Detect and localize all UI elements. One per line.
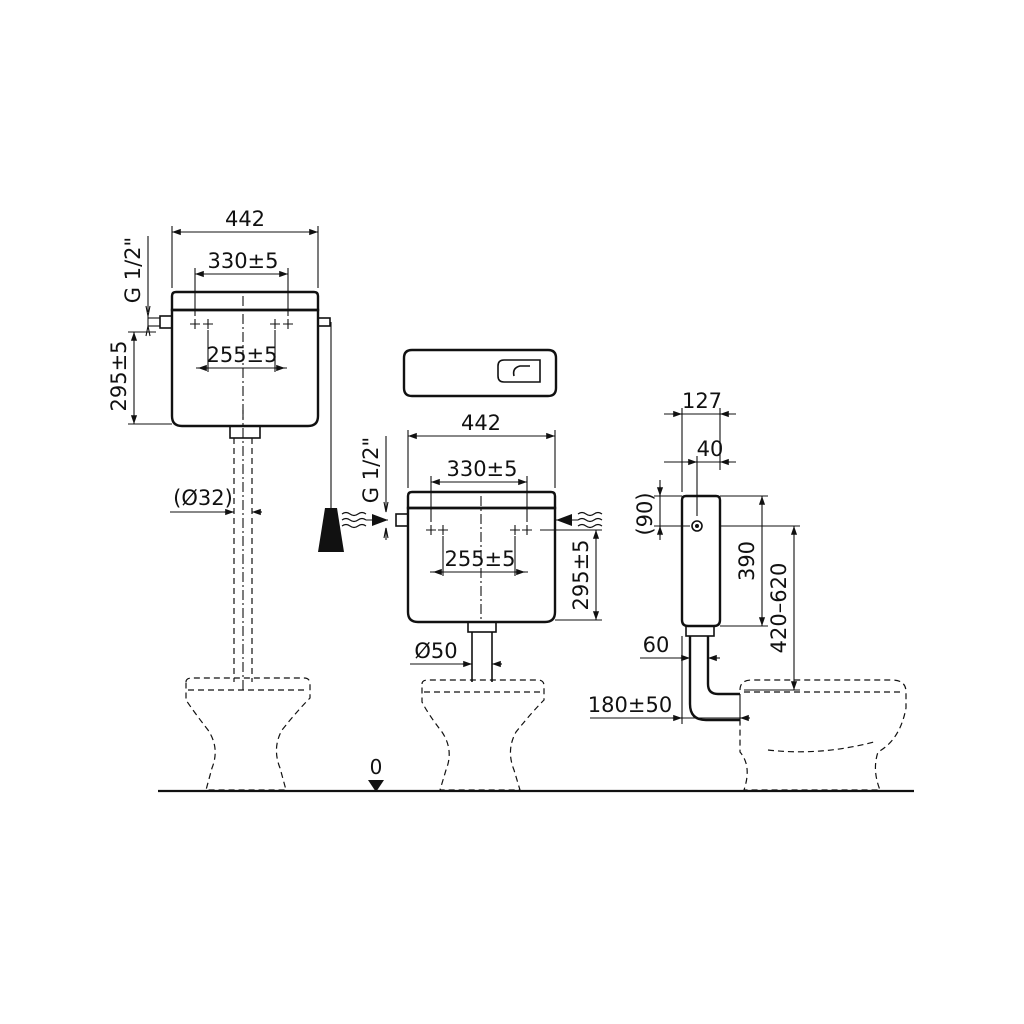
high-level-cistern-view: 442 330±5 255±5 295±5 G 1/2" (Ø32): [107, 207, 344, 791]
water-inlet-right-icon: [577, 511, 603, 529]
low-level-cistern-view: 442 330±5 255±5 295±5 G 1/2" Ø50: [341, 348, 603, 791]
high-outlet-collar: [229, 425, 261, 439]
low-cistern-hole-marks: [426, 525, 532, 535]
high-height-label: 295±5: [107, 340, 131, 411]
low-inlet-label: G 1/2": [359, 437, 383, 503]
low-inner-spacing-label: 255±5: [444, 547, 515, 571]
side-inlet-height-label: (90): [633, 492, 657, 535]
high-inlet-label: G 1/2": [121, 237, 145, 303]
water-inlet-left-icon: [341, 511, 367, 529]
high-toilet-bowl: [185, 677, 311, 791]
low-height-label: 295±5: [569, 539, 593, 610]
side-offset-label: 40: [697, 437, 724, 461]
floor-line: 0: [158, 755, 914, 793]
high-pipe-label: (Ø32): [173, 486, 233, 510]
side-depth-label: 127: [682, 389, 722, 413]
flush-button-icon: [497, 359, 541, 383]
side-inlet-icon: [691, 520, 703, 532]
side-toilet-bowl: [739, 679, 907, 791]
high-cistern-tank-body: [170, 308, 320, 428]
side-pipe-label: 60: [643, 633, 670, 657]
high-hole-spacing-label: 330±5: [207, 249, 278, 273]
low-toilet-bowl: [421, 679, 545, 791]
high-cistern-tank: [170, 290, 320, 312]
low-cistern-tank-lid: [406, 490, 557, 510]
low-inlet-stub: [395, 513, 409, 527]
high-cistern-hole-marks: [190, 319, 293, 329]
high-inlet-stub: [159, 315, 173, 329]
low-pipe-label: Ø50: [414, 639, 457, 663]
floor-level-marker-icon: [368, 780, 384, 792]
side-projection-label: 180±50: [588, 693, 672, 717]
side-cistern-tank: [680, 494, 722, 628]
low-cistern-tank-body: [406, 506, 557, 624]
low-hole-spacing-label: 330±5: [446, 457, 517, 481]
side-view: 127 40 (90) 390 420–620 60: [588, 389, 907, 791]
lever-handle: [317, 317, 331, 327]
pull-handle-icon: [318, 508, 344, 552]
side-tank-height-label: 390: [735, 541, 759, 581]
low-outlet-collar: [467, 621, 497, 633]
high-inner-spacing-label: 255±5: [206, 343, 277, 367]
high-width-label: 442: [225, 207, 265, 231]
high-flush-pipe: [233, 410, 253, 690]
floor-level-label: 0: [370, 755, 383, 779]
side-range-label: 420–620: [767, 563, 791, 654]
cistern-front-cover: [402, 348, 558, 398]
low-width-label: 442: [461, 411, 501, 435]
side-flush-pipe: [688, 636, 740, 722]
